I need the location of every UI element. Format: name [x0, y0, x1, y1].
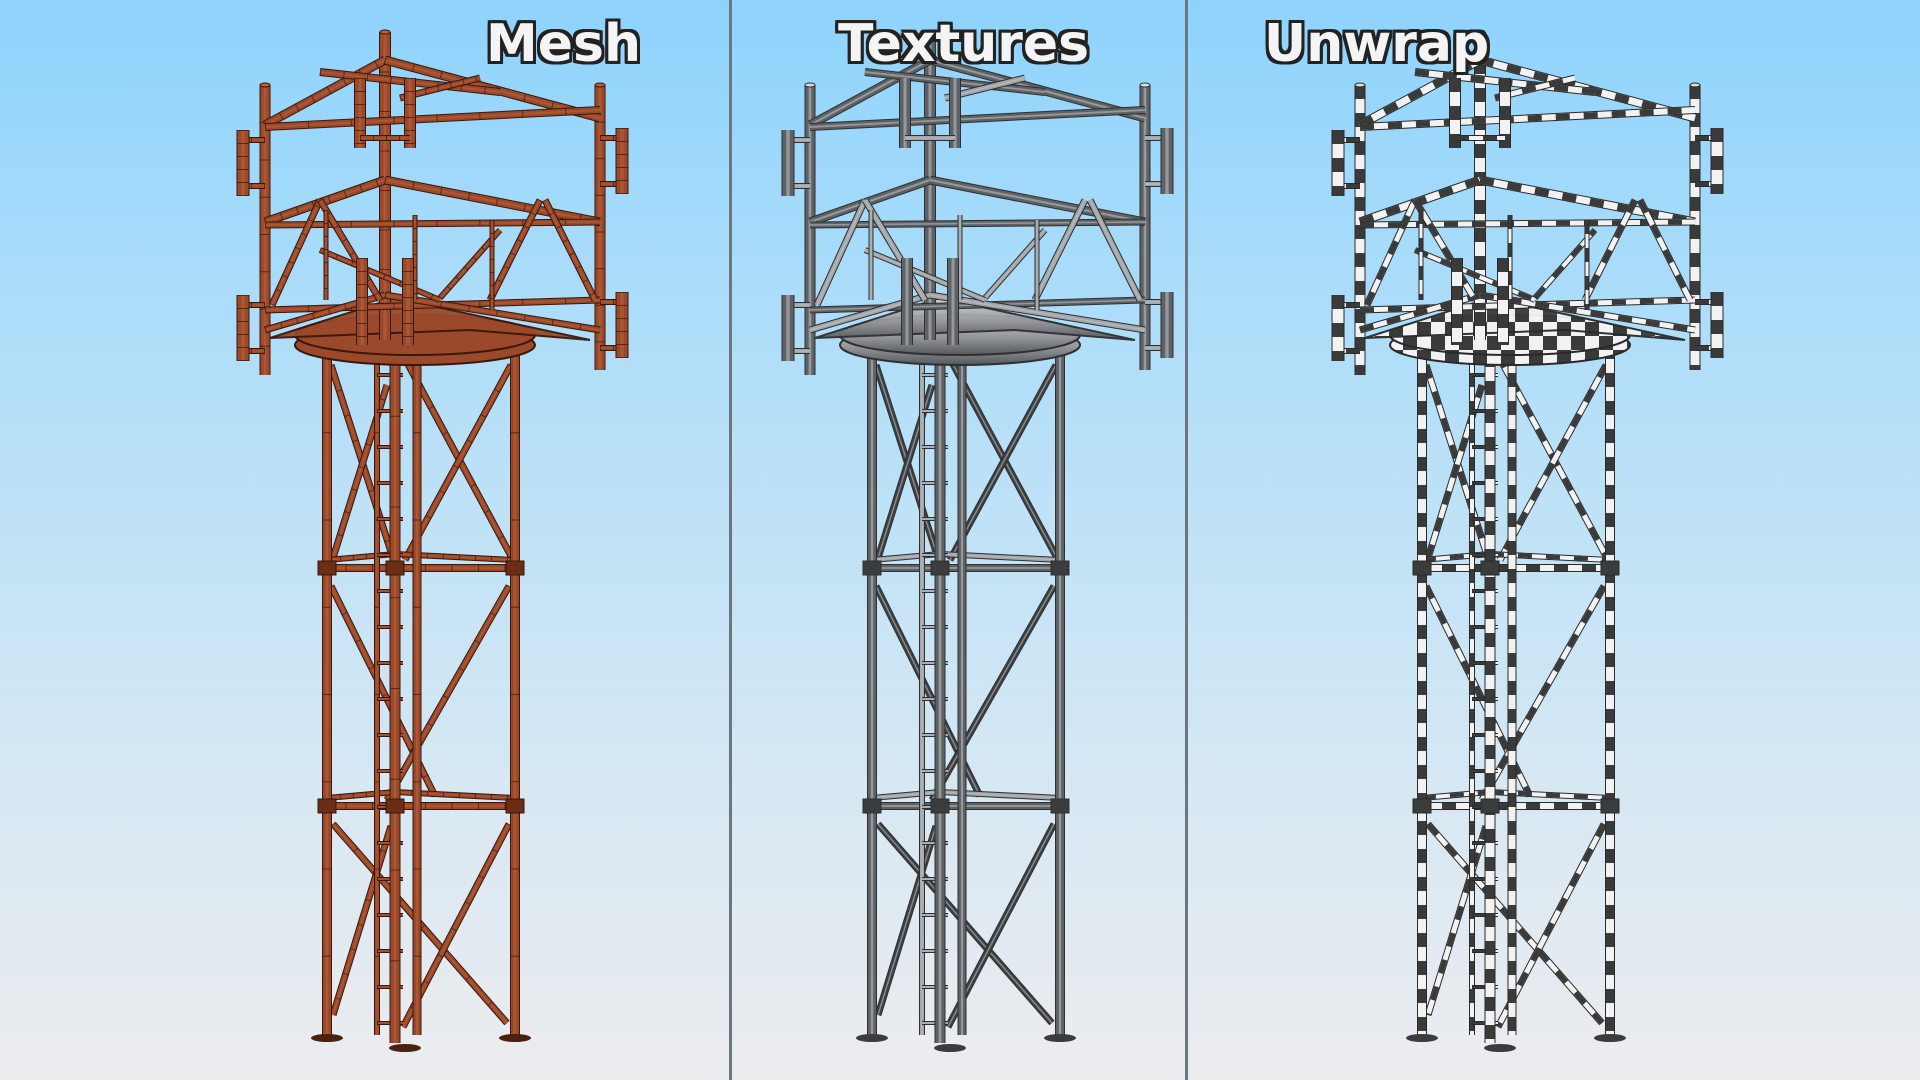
unwrap-panel-title: Unwrap: [1264, 14, 1490, 74]
mesh-panel-title: Mesh: [486, 14, 641, 74]
panel-divider-1: [729, 0, 732, 1080]
panel-divider-2: [1185, 0, 1188, 1080]
textures-panel-title: Textures: [838, 14, 1090, 74]
